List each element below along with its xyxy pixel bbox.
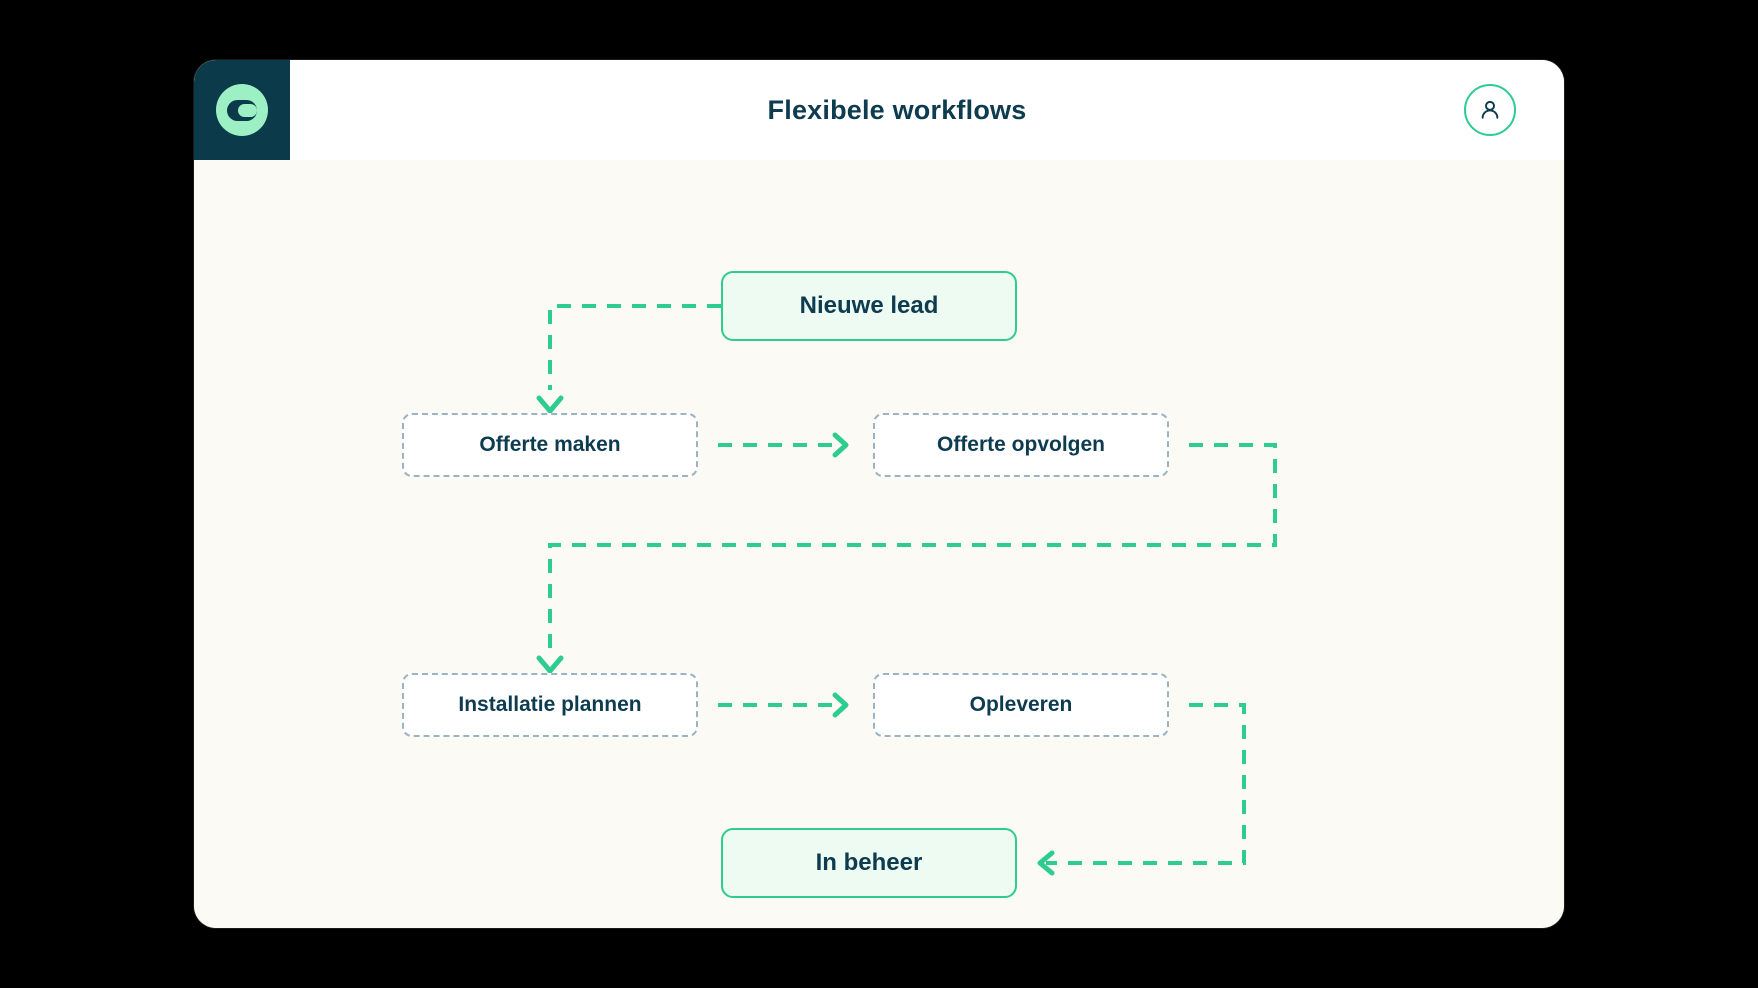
brand-logo-icon <box>216 84 268 136</box>
page-title: Flexibele workflows <box>767 94 1027 125</box>
workflow-node-opleveren[interactable]: Opleveren <box>873 673 1169 737</box>
workflow-node-installatie-plannen[interactable]: Installatie plannen <box>402 673 698 737</box>
user-avatar[interactable] <box>1464 84 1516 136</box>
arrowhead-down-offerte-maken <box>536 395 564 414</box>
arrowhead-left-in-beheer <box>1037 850 1055 876</box>
workflow-node-offerte-maken[interactable]: Offerte maken <box>402 413 698 477</box>
user-avatar-icon <box>1481 100 1499 119</box>
connector-layer <box>536 304 1277 876</box>
workflow-node-offerte-opvolgen[interactable]: Offerte opvolgen <box>873 413 1169 477</box>
arrowhead-right-opleveren <box>832 692 849 718</box>
top-bar: Flexibele workflows <box>194 60 1564 160</box>
workflow-node-nieuwe-lead[interactable]: Nieuwe lead <box>721 271 1017 341</box>
workflow-canvas: Nieuwe lead Offerte maken Offerte opvolg… <box>194 160 1564 928</box>
workflow-node-label: In beheer <box>815 849 923 876</box>
arrowhead-right-offerte-opvolgen <box>832 432 849 458</box>
connector-nieuwe-lead-to-offerte-maken <box>548 304 721 390</box>
connector-opleveren-to-in-beheer <box>1046 703 1246 865</box>
app-window: Flexibele workflows <box>194 60 1564 928</box>
workflow-node-label: Offerte maken <box>479 433 621 456</box>
workflow-node-label: Opleveren <box>969 693 1073 716</box>
connector-offerte-opvolgen-to-installatie-plannen <box>548 443 1277 650</box>
logo-tile[interactable] <box>194 60 290 160</box>
workflow-node-label: Installatie plannen <box>458 693 642 716</box>
workflow-node-label: Offerte opvolgen <box>936 433 1105 456</box>
workflow-node-label: Nieuwe lead <box>799 292 939 319</box>
arrowhead-down-installatie-plannen <box>536 655 564 674</box>
workflow-node-in-beheer[interactable]: In beheer <box>721 828 1017 898</box>
